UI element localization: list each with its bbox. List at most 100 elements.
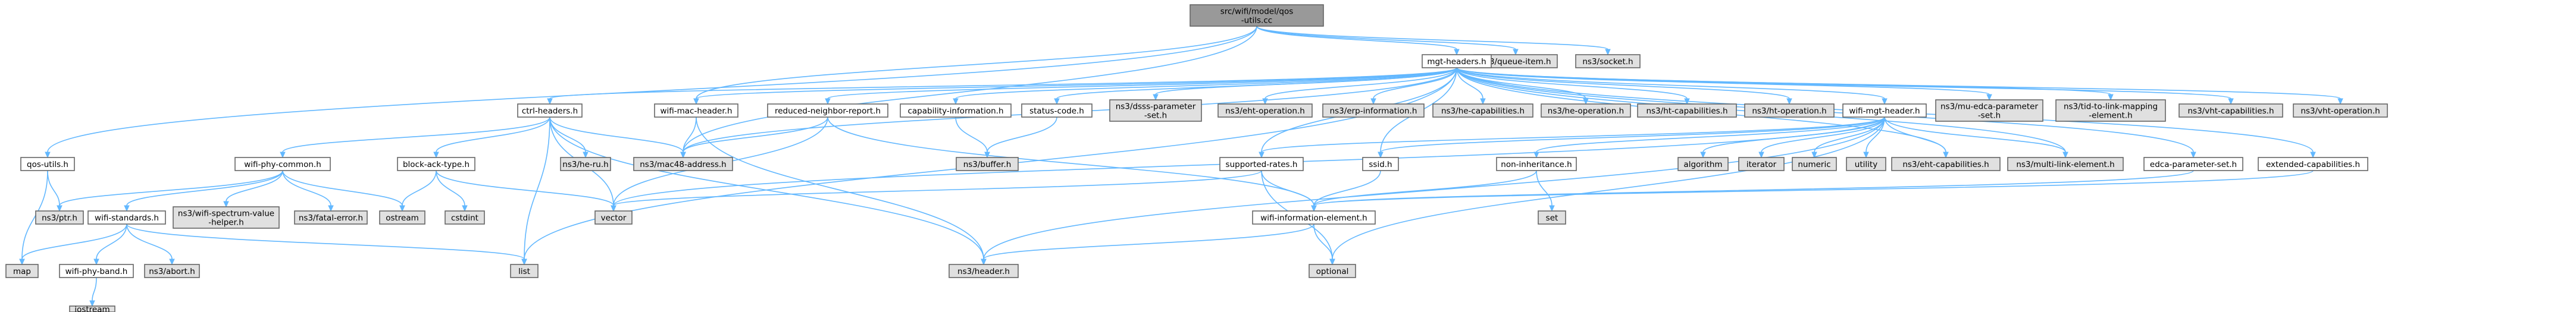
edge-mgt_headers-to-ctrl_headers [547, 67, 1457, 105]
edge-arrowhead [1549, 205, 1555, 212]
node-supported-rates[interactable]: supported-rates.h [1219, 157, 1304, 171]
node-edca-param[interactable]: edca-parameter-set.h [2143, 157, 2243, 171]
node-label: block-ack-type.h [403, 160, 469, 169]
edge-wifi_phy_common-to-fatal_error [282, 170, 334, 212]
edge-arrowhead [1153, 94, 1159, 101]
edge-arrowhead [57, 205, 62, 212]
edge-arrowhead [2337, 98, 2343, 105]
node-label: optional [1316, 267, 1349, 276]
node-label: reduced-neighbor-report.h [775, 106, 881, 116]
node-label: non-inheritance.h [1501, 160, 1572, 169]
node-box [767, 103, 888, 118]
node-eht-operation: ns3/eht-operation.h [1217, 103, 1313, 118]
node-wifi-phy-band[interactable]: wifi-phy-band.h [59, 264, 134, 278]
node-root: src/wifi/model/qos-utils.cc [1190, 4, 1324, 27]
node-wifi-info-elem[interactable]: wifi-information-element.h [1252, 210, 1376, 225]
edge-ctrl_headers-to-he_ru [549, 116, 589, 159]
node-label: ns3/ht-capabilities.h [1646, 106, 1727, 116]
node-label: ns3/wifi-spectrum-value [178, 209, 274, 219]
edge-arrowhead [1758, 152, 1764, 159]
edge-mgt_headers-to-capability_info [953, 67, 1457, 105]
edge-supported_rates-to-wifi_info_elem [1261, 170, 1317, 212]
node-status-code[interactable]: status-code.h [1021, 103, 1093, 118]
node-box [633, 157, 733, 171]
node-box [1744, 103, 1835, 118]
node-box [1252, 210, 1376, 225]
node-wifi-mac-header[interactable]: wifi-mac-header.h [654, 103, 738, 118]
node-box [1422, 54, 1492, 68]
node-box [1309, 264, 1356, 278]
node-he-cap: ns3/he-capabilities.h [1432, 103, 1533, 118]
node-box [1109, 99, 1202, 122]
node-reduced-neighbor[interactable]: reduced-neighbor-report.h [767, 103, 888, 118]
node-vht-op: ns3/vht-operation.h [2293, 103, 2388, 118]
edge-root-to-queue_item [1256, 26, 1519, 56]
edge-arrowhead [433, 152, 439, 159]
edge-block_ack_type-to-ostream [399, 170, 437, 212]
edge-wifi_mgt_header-to-eht_cap [1884, 116, 1949, 159]
edge-mgt_headers-to-he_cap [1456, 67, 1486, 105]
node-label: qos-utils.h [27, 160, 68, 169]
node-wifi-spectrum: ns3/wifi-spectrum-value-helper.h [173, 206, 280, 229]
node-box [1846, 157, 1886, 171]
node-label: map [13, 267, 31, 276]
node-label: ns3/dsss-parameter [1116, 102, 1196, 112]
node-qos-utils[interactable]: qos-utils.h [20, 157, 75, 171]
edge-arrowhead [1786, 98, 1792, 105]
edge-block_ack_type-to-vector [436, 170, 616, 212]
node-wifi-mgt-header[interactable]: wifi-mgt-header.h [1842, 103, 1927, 118]
edge-reduced_neighbor-to-mac48 [680, 116, 828, 159]
node-box [2258, 157, 2368, 171]
node-map: map [5, 264, 39, 278]
edge-root-to-socket [1256, 26, 1611, 56]
node-block-ack-type[interactable]: block-ack-type.h [397, 157, 475, 171]
edge-arrowhead [2062, 152, 2068, 159]
edge-arrowhead [1259, 152, 1264, 159]
edge-wifi_info_elem-to-header [981, 223, 1314, 266]
node-ssid[interactable]: ssid.h [1362, 157, 1399, 171]
edge-wifi_mgt_header-to-ssid [1378, 116, 1885, 159]
node-label: algorithm [1683, 160, 1722, 169]
node-iostream: iostream [69, 305, 115, 312]
node-box [2007, 157, 2124, 171]
edge-arrowhead [328, 205, 334, 212]
node-ctrl-headers[interactable]: ctrl-headers.h [517, 103, 583, 118]
node-non-inheritance[interactable]: non-inheritance.h [1496, 157, 1577, 171]
node-mgt-headers[interactable]: mgt-headers.h [1422, 54, 1492, 68]
node-capability-info[interactable]: capability-information.h [900, 103, 1012, 118]
node-label: ssid.h [1369, 160, 1392, 169]
edge-arrowhead [462, 205, 468, 212]
node-label: numeric [1798, 160, 1830, 169]
node-box [2143, 157, 2243, 171]
node-wifi-phy-common[interactable]: wifi-phy-common.h [234, 157, 331, 171]
node-ext-cap[interactable]: extended-capabilities.h [2258, 157, 2368, 171]
node-label: ns3/socket.h [1582, 57, 1633, 67]
node-box [1842, 103, 1927, 118]
edge-arrowhead [169, 259, 175, 266]
edge-arrowhead [953, 98, 959, 105]
edge-arrowhead [680, 152, 686, 159]
edge-arrowhead [1054, 98, 1060, 105]
edge-mgt_headers-to-vht_op [1456, 67, 2343, 105]
edge-wifi_standards-to-abort [126, 223, 175, 266]
node-wifi-standards[interactable]: wifi-standards.h [87, 210, 166, 225]
node-box [1021, 103, 1093, 118]
edge-mgt_headers-to-dsss_param [1153, 67, 1457, 101]
node-label: src/wifi/model/qos [1220, 7, 1294, 17]
node-label: wifi-information-element.h [1260, 213, 1367, 223]
edge-mgt_headers-to-reduced_neighbor [825, 67, 1457, 105]
node-box [2179, 103, 2283, 118]
edge-arrowhead [280, 152, 286, 159]
node-label: ns3/vht-capabilities.h [2187, 106, 2274, 116]
node-label: wifi-phy-common.h [244, 160, 321, 169]
edge-mgt_headers-to-wifi_mac_header [693, 67, 1457, 105]
nodes-layer: src/wifi/model/qos-utils.ccns3/queue-ite… [5, 4, 2388, 312]
edge-arrowhead [1454, 49, 1460, 56]
node-buffer: ns3/buffer.h [956, 157, 1019, 171]
node-label: ns3/he-operation.h [1548, 106, 1624, 116]
node-box [445, 210, 485, 225]
node-label: wifi-mgt-header.h [1849, 106, 1920, 116]
edge-arrowhead [981, 259, 987, 266]
edge-arrowhead [1882, 98, 1888, 105]
edge-ctrl_headers-to-block_ack_type [433, 116, 550, 159]
